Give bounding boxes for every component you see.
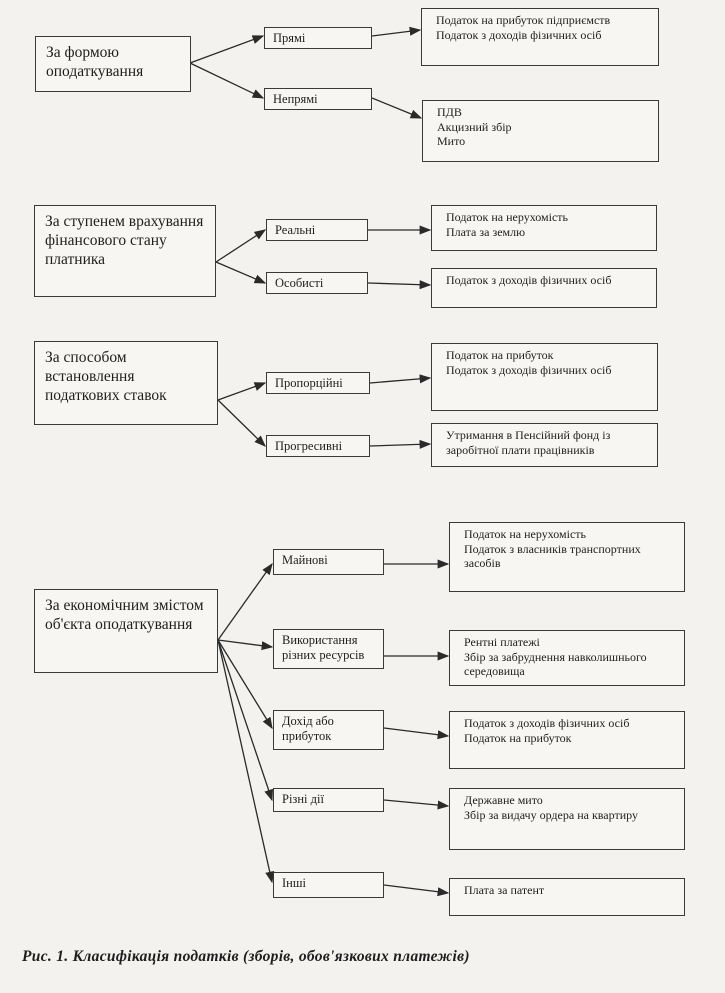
arrow-income-examples: [383, 727, 450, 740]
examples-progressive: Утримання в Пенсійний фонд із заробітної…: [431, 423, 658, 467]
examples-resources: Рентні платежі Збір за забруднення навко…: [449, 630, 685, 686]
arrow-econ-resources: [217, 639, 274, 651]
arrow-rate-proportional: [217, 382, 267, 401]
arrow-rate-progressive: [217, 399, 266, 447]
type-income-profit: Дохід або прибуток: [273, 710, 384, 750]
example-line: Рентні платежі: [464, 635, 540, 649]
examples-direct: Податок на прибуток підприємств Податок …: [421, 8, 659, 66]
type-real: Реальні: [266, 219, 368, 241]
category-by-rate-method: За способом встановлення податкових став…: [34, 341, 218, 425]
arrow-progressive-examples: [369, 439, 432, 449]
example-line: Податок на нерухомість: [446, 210, 568, 224]
arrow-actions-examples: [383, 799, 450, 810]
example-line: Збір за забруднення навколишнього середо…: [464, 649, 647, 679]
arrow-state-real: [215, 229, 267, 263]
examples-proportional: Податок на прибуток Податок з доходів фі…: [431, 343, 658, 411]
example-line: Збір за видачу ордера на квартиру: [464, 807, 638, 822]
examples-other: Плата за патент: [449, 878, 685, 916]
example-line: Плата за землю: [446, 224, 526, 239]
category-by-economic-content: За економічним змістом об'єкта оподаткув…: [34, 589, 218, 673]
examples-personal: Податок з доходів фізичних осіб: [431, 268, 657, 308]
type-personal: Особисті: [266, 272, 368, 294]
type-progressive: Прогресивні: [266, 435, 370, 457]
arrow-direct-examples: [371, 26, 422, 37]
type-actions: Різні дії: [273, 788, 384, 812]
examples-property: Податок на нерухомість Податок з власник…: [449, 522, 685, 592]
arrow-personal-examples: [367, 280, 432, 290]
example-line: Податок з власників транспортних засобів: [464, 541, 641, 571]
type-indirect: Непрямі: [264, 88, 372, 110]
example-line: Податок на прибуток: [446, 348, 554, 362]
example-line: Податок з доходів фізичних осіб: [436, 27, 602, 42]
examples-income: Податок з доходів фізичних осіб Податок …: [449, 711, 685, 769]
example-line: Плата за патент: [464, 883, 545, 897]
example-line: Податок з доходів фізичних осіб: [446, 273, 612, 287]
example-line: Державне мито: [464, 793, 543, 807]
example-line: Податок на прибуток підприємств: [436, 13, 611, 27]
type-proportional: Пропорційні: [266, 372, 370, 394]
examples-real: Податок на нерухомість Плата за землю: [431, 205, 657, 251]
example-line: Акцизний збір: [437, 119, 512, 134]
arrow-form-direct: [189, 35, 265, 64]
arrow-econ-income: [217, 639, 273, 730]
type-other: Інші: [273, 872, 384, 898]
arrow-indirect-examples: [371, 97, 423, 119]
example-line: Мито: [437, 134, 466, 148]
example-line: ПДВ: [437, 105, 462, 119]
figure-caption: Рис. 1. Класифікація податків (зборів, о…: [22, 948, 470, 965]
example-line: Податок на прибуток: [464, 730, 572, 745]
arrow-other-examples: [383, 884, 450, 897]
example-line: Податок на нерухомість: [464, 527, 586, 541]
example-line: Податок з доходів фізичних осіб: [446, 362, 612, 377]
category-by-financial-state: За ступенем врахування фінансового стану…: [34, 205, 216, 297]
arrow-econ-property: [217, 562, 273, 641]
arrow-form-indirect: [189, 62, 265, 99]
type-resource-use: Використання різних ресурсів: [273, 629, 384, 669]
examples-indirect: ПДВ Акцизний збір Мито: [422, 100, 659, 162]
type-property: Майнові: [273, 549, 384, 575]
example-line: Утримання в Пенсійний фонд із заробітної…: [446, 428, 611, 457]
example-line: Податок з доходів фізичних осіб: [464, 716, 630, 730]
category-by-form: За формою оподаткування: [35, 36, 191, 92]
type-direct: Прямі: [264, 27, 372, 49]
arrow-proportional-examples: [369, 374, 432, 384]
arrow-econ-other: [217, 639, 275, 884]
examples-actions: Державне мито Збір за видачу ордера на к…: [449, 788, 685, 850]
arrow-state-personal: [215, 261, 267, 284]
arrow-econ-actions: [217, 639, 273, 802]
